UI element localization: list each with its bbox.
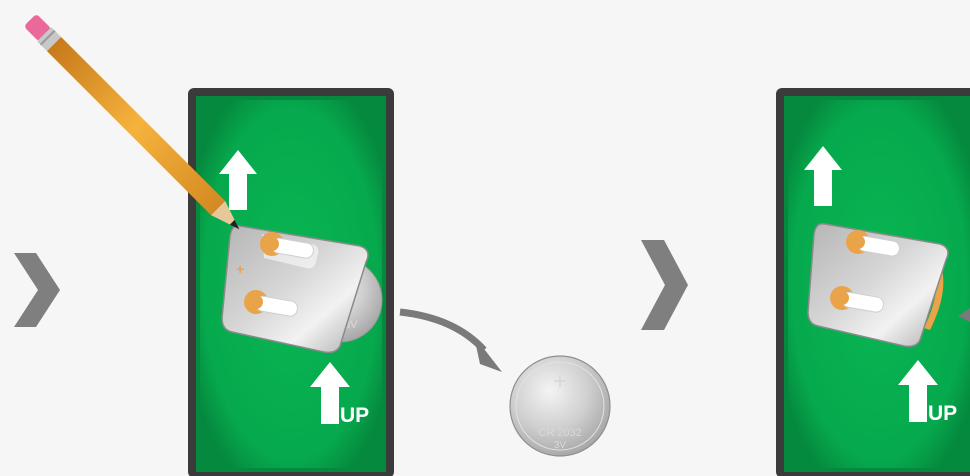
up-label: UP [340,404,369,427]
coin-model: CR 2032 [538,427,581,439]
curved-arrow-icon [400,312,484,350]
holder-plus-sign: + [236,261,244,277]
coin-voltage: 3V [554,440,567,451]
chevron-right-icon [14,253,60,327]
up-label: UP [928,402,957,425]
chevron-right-icon [641,240,688,330]
coin-cell: + CR 2032 3V [510,356,610,456]
coin-plus: + [553,368,567,395]
